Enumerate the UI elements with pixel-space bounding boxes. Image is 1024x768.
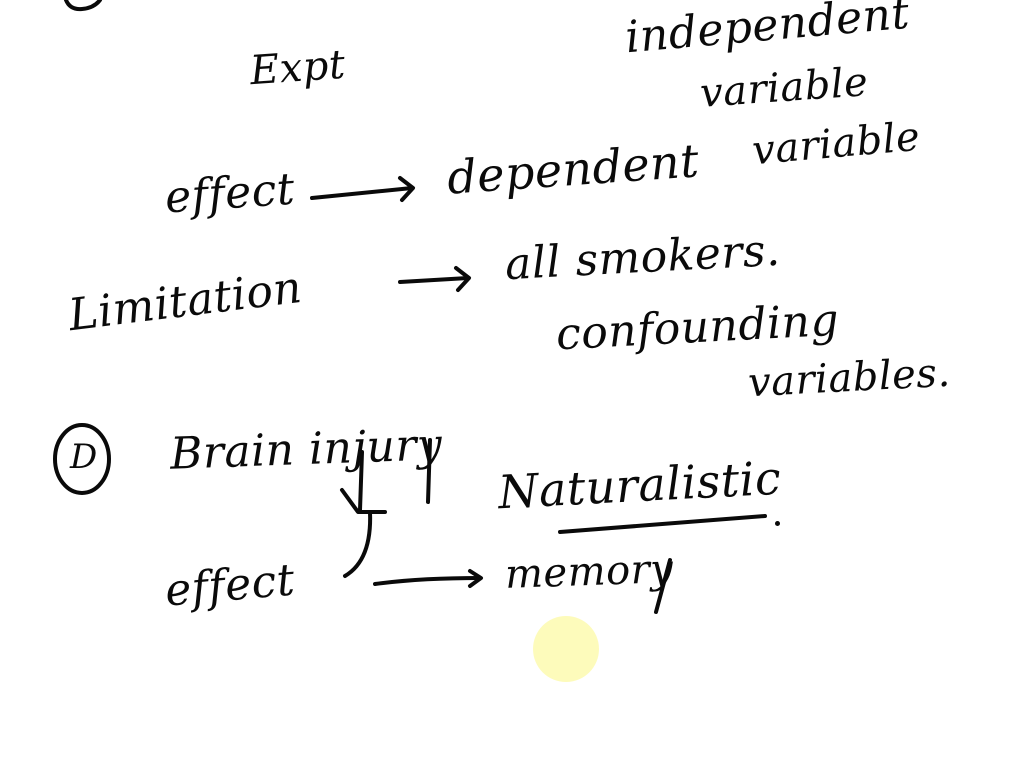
arrow-effect-to-memory (373, 576, 482, 586)
note-confounding: confounding (554, 294, 841, 361)
partial-circle-marker (64, 0, 102, 12)
naturalistic-dot (775, 521, 780, 526)
arrow-effect-up (343, 510, 373, 578)
item-d-label: D (70, 437, 98, 477)
underline-naturalistic (558, 514, 767, 534)
note-memory: memory (504, 546, 675, 598)
arrow-limitation-to-smokers (398, 276, 470, 284)
note-brain-injury: Brain injury (169, 419, 444, 480)
note-effect-1: effect (163, 163, 297, 224)
note-all-smokers: all smokers. (503, 224, 782, 291)
note-effect-2: effect (162, 554, 297, 617)
note-independent: independent (623, 0, 912, 64)
note-independent-variable: variable (698, 59, 870, 117)
note-dependent-variable: variable (750, 113, 922, 175)
note-limitation: Limitation (65, 261, 305, 342)
note-naturalistic: Naturalistic (496, 450, 783, 520)
arrow-effect-to-dependent (310, 186, 414, 200)
note-expt: Expt (248, 41, 347, 95)
note-confounding-variables: variables. (746, 349, 952, 407)
note-dependent: dependent (445, 133, 701, 205)
cursor-highlight (533, 616, 599, 682)
